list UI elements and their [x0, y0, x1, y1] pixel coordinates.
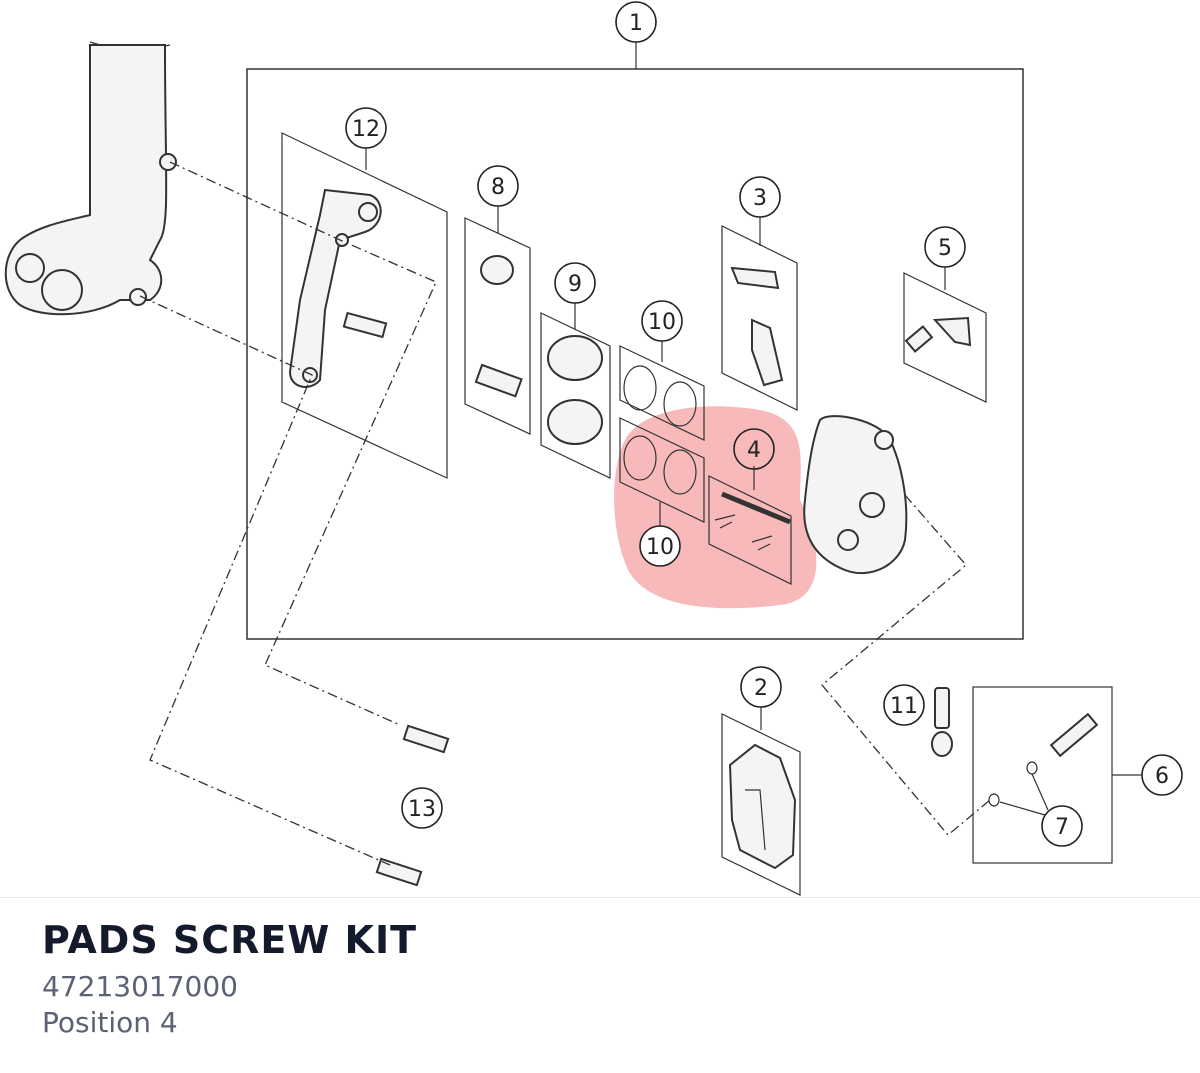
callout-label: 10 [646, 535, 674, 560]
pads-screw-kit [714, 491, 791, 551]
callout-label: 1 [629, 11, 643, 36]
callout-4: 4 [733, 428, 775, 470]
callout-6: 6 [1141, 754, 1183, 796]
fork-leg [4, 41, 177, 316]
callout-5: 5 [924, 226, 966, 268]
callout-label: 5 [938, 236, 952, 261]
piston-seals-bottom [623, 435, 697, 495]
callout-label: 11 [890, 694, 918, 719]
callout-8: 8 [477, 165, 519, 207]
callout-label: 12 [352, 117, 380, 142]
part-number: 47213017000 [42, 970, 238, 1003]
callout-12: 12 [345, 107, 387, 149]
assembly-frame [246, 68, 1024, 640]
callout-13: 13 [401, 787, 443, 829]
part-title: PADS SCREW KIT [42, 918, 418, 962]
callout-label: 2 [754, 676, 768, 701]
brake-caliper [803, 415, 991, 836]
callout-label: 7 [1055, 815, 1069, 840]
callout-11: 11 [883, 684, 925, 726]
bleeder-parts [474, 255, 523, 398]
callout-7: 7 [1041, 805, 1083, 847]
caliper-bracket [288, 188, 388, 388]
callout-9: 9 [554, 262, 596, 304]
part-position: Position 4 [42, 1006, 178, 1039]
banjo-bolt-parts [988, 712, 1099, 816]
callout-1: 1 [615, 1, 657, 43]
callout-10: 10 [639, 525, 681, 567]
callout-label: 13 [408, 797, 436, 822]
pads-screw-kit-frame [708, 475, 792, 585]
mounting-bolts [375, 724, 450, 887]
callout-2: 2 [740, 666, 782, 708]
callout-label: 8 [491, 175, 505, 200]
caliper-pistons [547, 335, 603, 445]
pad-spring-parts [730, 266, 784, 387]
callout-label: 10 [648, 310, 676, 335]
banjo-fitting [931, 687, 953, 757]
callout-label: 9 [568, 272, 582, 297]
callout-3: 3 [739, 176, 781, 218]
callout-10: 10 [641, 300, 683, 342]
brake-pads [728, 743, 797, 870]
callout-label: 4 [747, 438, 761, 463]
piston-seals-top [623, 365, 697, 427]
part-info-footer: PADS SCREW KIT 47213017000 Position 4 [0, 897, 1200, 1073]
bleed-valve-parts [904, 316, 972, 353]
callout-label: 6 [1155, 764, 1169, 789]
callout-label: 3 [753, 186, 767, 211]
